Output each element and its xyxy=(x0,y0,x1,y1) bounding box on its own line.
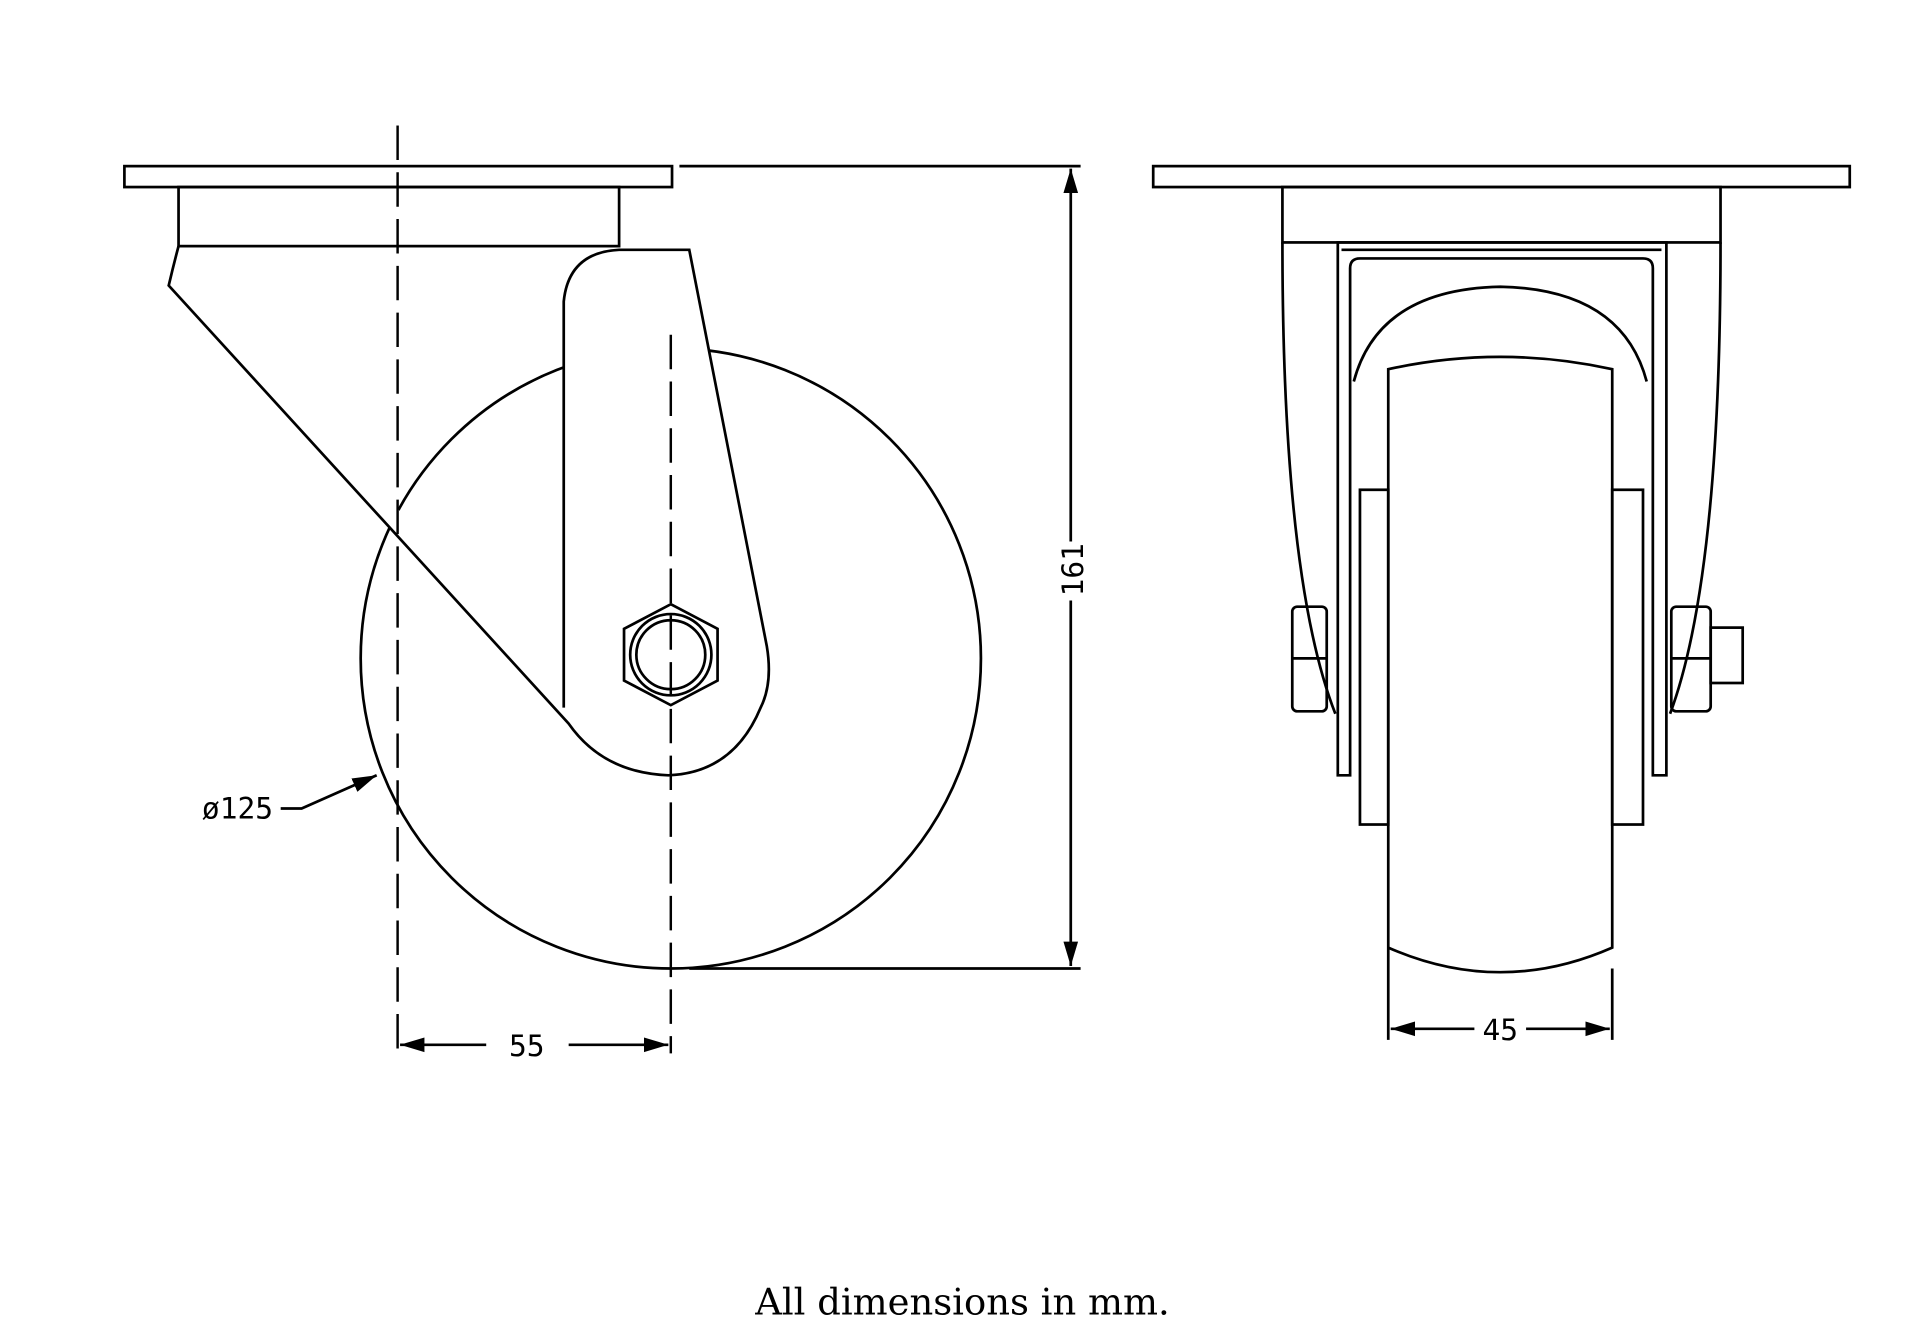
top-plate-front xyxy=(1151,164,1852,189)
units-note: All dimensions in mm. xyxy=(754,1280,1169,1318)
fork-bracket xyxy=(1336,241,1668,777)
swivel-head-front xyxy=(1281,185,1722,244)
side-view: 161 55 ø125 xyxy=(123,125,1090,1063)
tyre xyxy=(1386,355,1614,974)
offset-dimension: 55 xyxy=(509,1029,545,1063)
hex-nut xyxy=(622,602,719,707)
fork-outer-right xyxy=(1668,242,1722,715)
wheel-top-arc xyxy=(1352,285,1648,382)
fork-outer-left xyxy=(1281,242,1337,715)
hub-right xyxy=(1610,488,1645,826)
front-view: 45 xyxy=(1151,164,1852,1047)
bolt-end xyxy=(1709,626,1745,685)
swivel-leg xyxy=(167,245,771,777)
diameter-leader xyxy=(280,774,378,810)
width-dimension: 45 xyxy=(1482,1013,1518,1047)
hub-left xyxy=(1358,488,1390,826)
height-dimension: 161 xyxy=(1056,543,1090,596)
diameter-dimension: ø125 xyxy=(202,791,273,825)
